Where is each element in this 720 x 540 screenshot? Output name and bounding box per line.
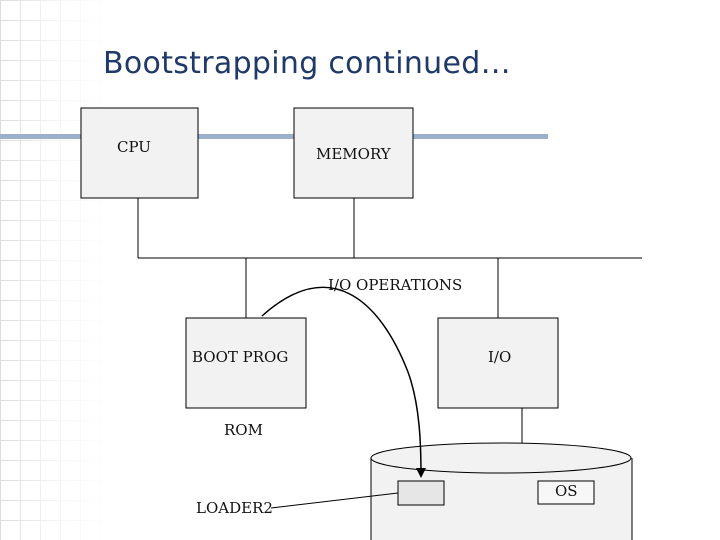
slide-title: Bootstrapping continued…: [103, 46, 511, 81]
memory-box: [293, 107, 414, 199]
boot-load-arrow: [261, 286, 426, 478]
os-label: OS: [555, 482, 578, 500]
rom-label: ROM: [224, 421, 263, 439]
title-underline-bar: [0, 134, 548, 139]
io-label: I/O: [488, 348, 511, 366]
loader2-label: LOADER2: [196, 499, 273, 517]
cpu-box: [80, 107, 199, 199]
memory-label: MEMORY: [316, 145, 392, 163]
disk-top: [370, 442, 632, 474]
rom-box: [185, 317, 307, 409]
loader-block: [397, 480, 445, 506]
os-box: [537, 480, 595, 505]
io-box: [437, 317, 559, 409]
loader2-pointer-line: [270, 492, 399, 509]
io-operations-label: I/O OPERATIONS: [328, 276, 462, 294]
cpu-label: CPU: [117, 138, 151, 156]
boot-prog-label: BOOT PROG: [192, 348, 288, 366]
